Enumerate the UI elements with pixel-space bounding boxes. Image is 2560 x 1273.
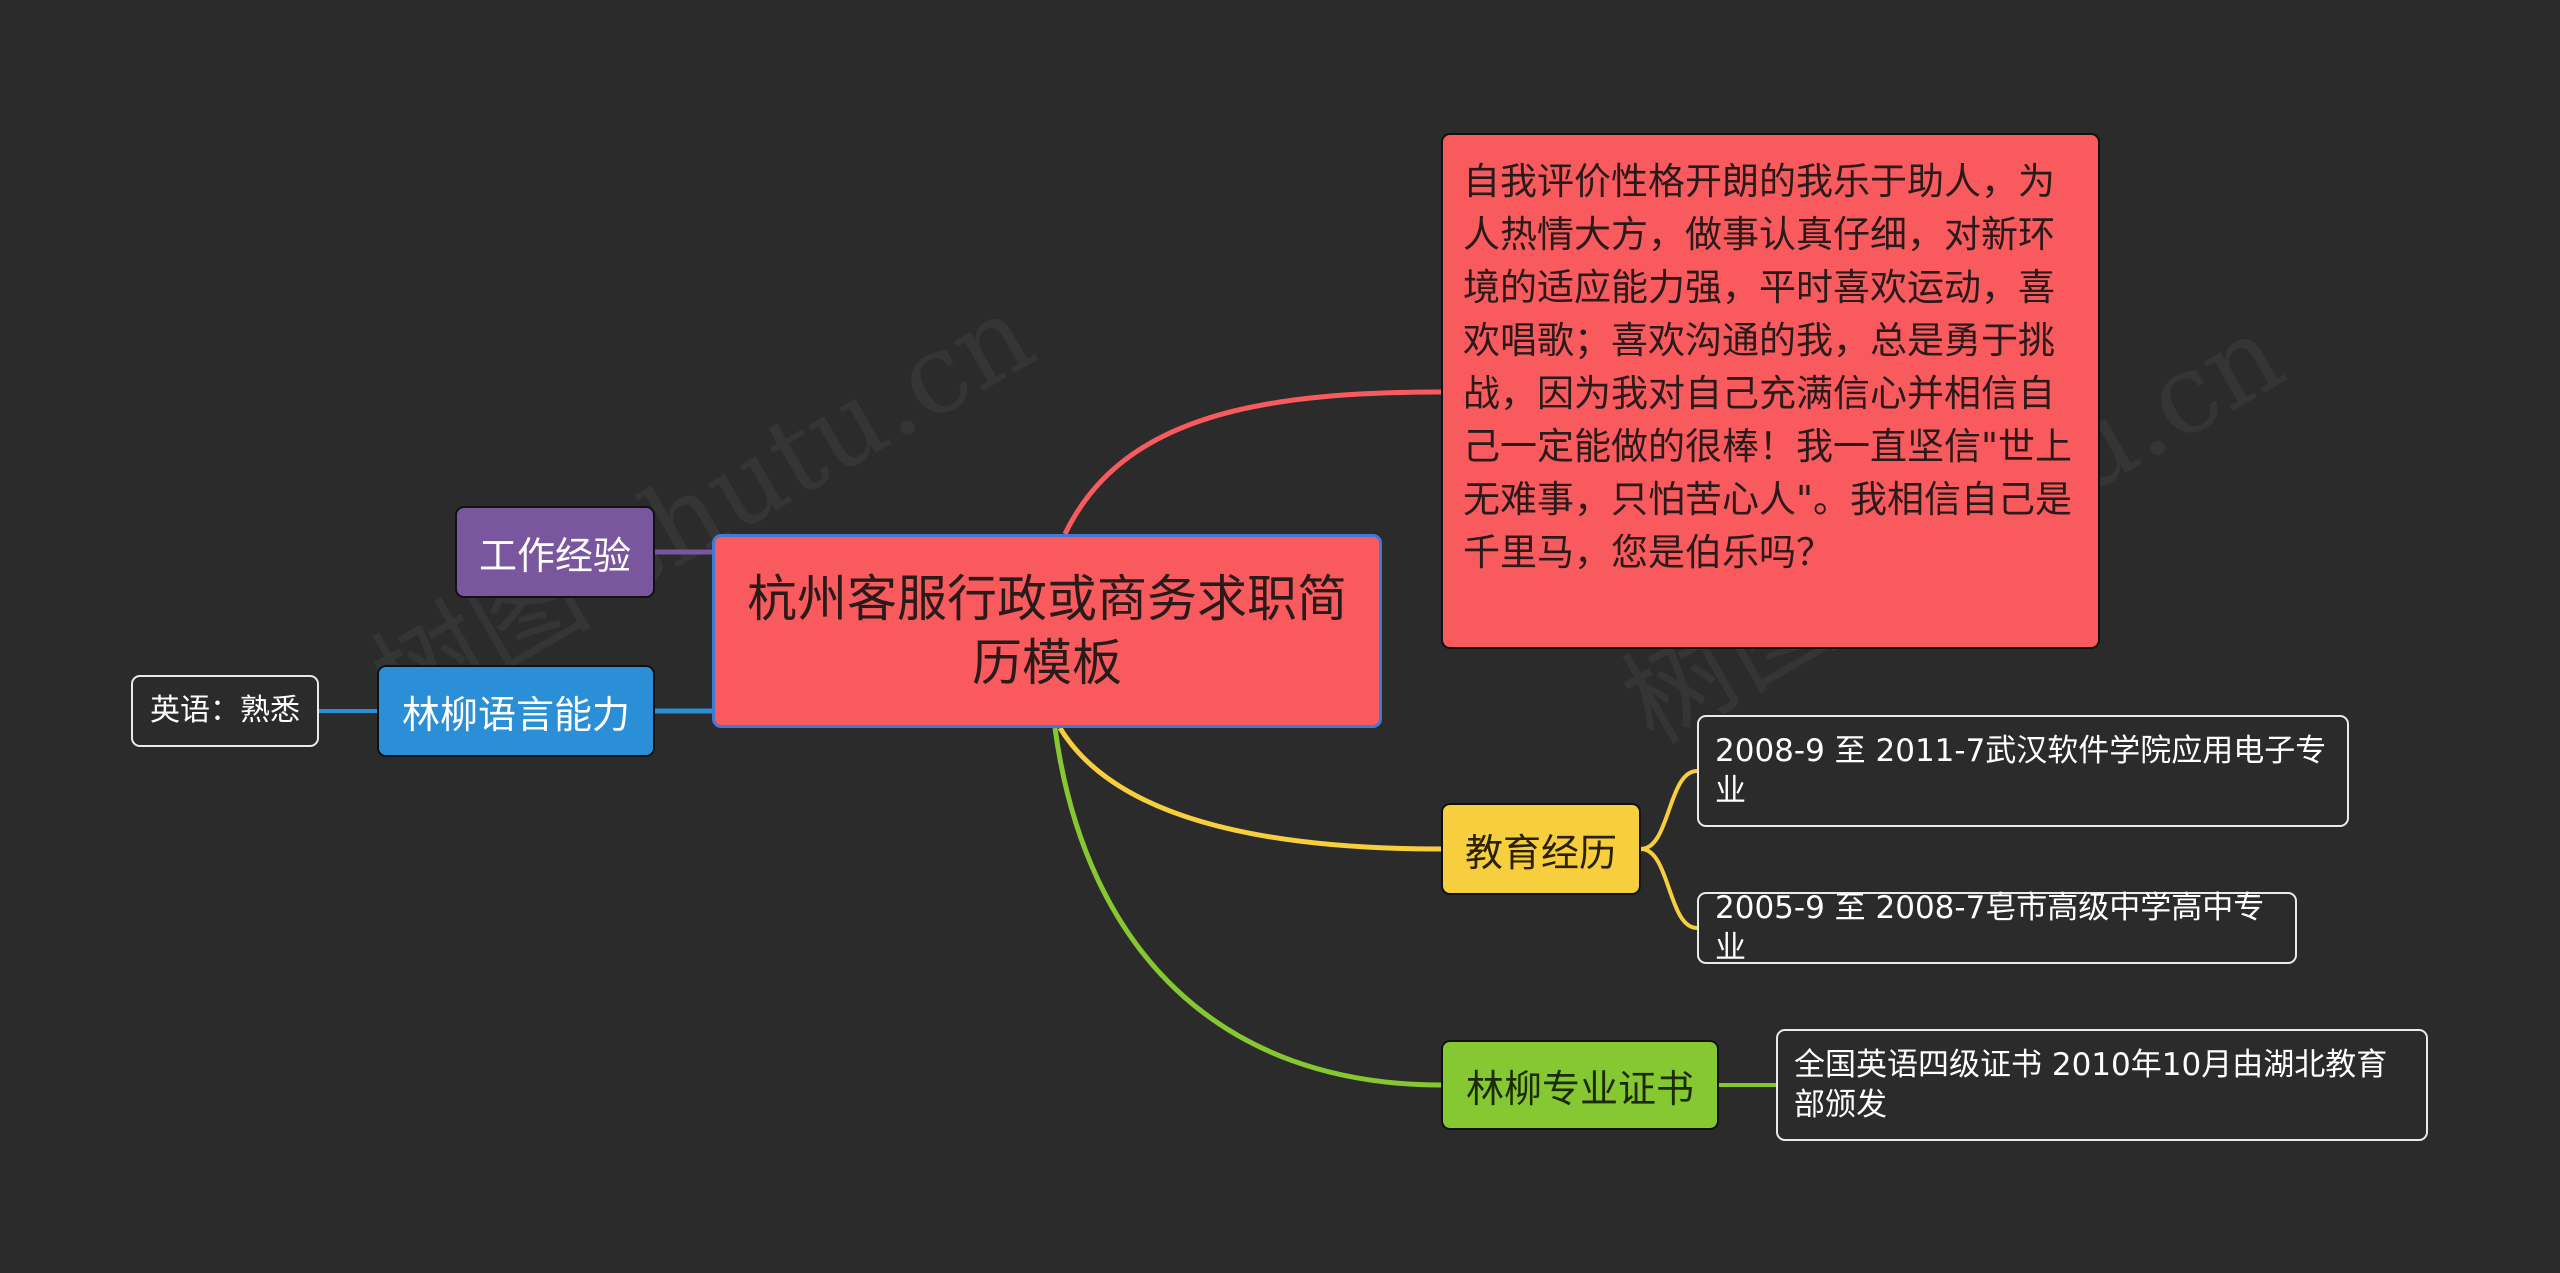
root-topic[interactable]: 杭州客服行政或商务求职简历模板 (712, 534, 1382, 728)
subtopic-english[interactable]: 英语：熟悉 (131, 675, 319, 747)
link-root-self-eval (1062, 389, 1442, 536)
topic-language-skills-label: 林柳语言能力 (401, 692, 630, 737)
topic-language-skills[interactable]: 林柳语言能力 (377, 665, 655, 757)
topic-self-evaluation[interactable]: 自我评价性格开朗的我乐于助人，为人热情大方，做事认真仔细，对新环境的适应能力强，… (1441, 133, 2100, 649)
link-root-certificates (1052, 727, 1442, 1088)
subtopic-education-1-label: 2008-9 至 2011-7武汉软件学院应用电子专业 (1715, 733, 2327, 809)
root-topic-label: 杭州客服行政或商务求职简历模板 (747, 570, 1347, 692)
topic-work-experience-label: 工作经验 (478, 533, 631, 578)
link-education-item-1 (1640, 769, 1698, 851)
subtopic-certificate-1[interactable]: 全国英语四级证书 2010年10月由湖北教育部颁发 (1776, 1029, 2428, 1141)
topic-certificates[interactable]: 林柳专业证书 (1441, 1040, 1719, 1130)
subtopic-education-2[interactable]: 2005-9 至 2008-7皂市高级中学高中专业 (1697, 890, 2297, 966)
subtopic-education-2-label: 2005-9 至 2008-7皂市高级中学高中专业 (1715, 890, 2265, 966)
subtopic-english-label: 英语：熟悉 (150, 693, 300, 728)
topic-work-experience[interactable]: 工作经验 (455, 506, 655, 598)
topic-education-label: 教育经历 (1464, 830, 1617, 875)
subtopic-certificate-1-label: 全国英语四级证书 2010年10月由湖北教育部颁发 (1794, 1047, 2388, 1123)
link-root-education (1057, 726, 1442, 852)
topic-education[interactable]: 教育经历 (1441, 803, 1641, 895)
link-education-item-2 (1640, 847, 1698, 930)
topic-self-evaluation-text: 自我评价性格开朗的我乐于助人，为人热情大方，做事认真仔细，对新环境的适应能力强，… (1463, 160, 2073, 574)
subtopic-education-1[interactable]: 2008-9 至 2011-7武汉软件学院应用电子专业 (1697, 715, 2349, 827)
topic-certificates-label: 林柳专业证书 (1465, 1066, 1694, 1111)
